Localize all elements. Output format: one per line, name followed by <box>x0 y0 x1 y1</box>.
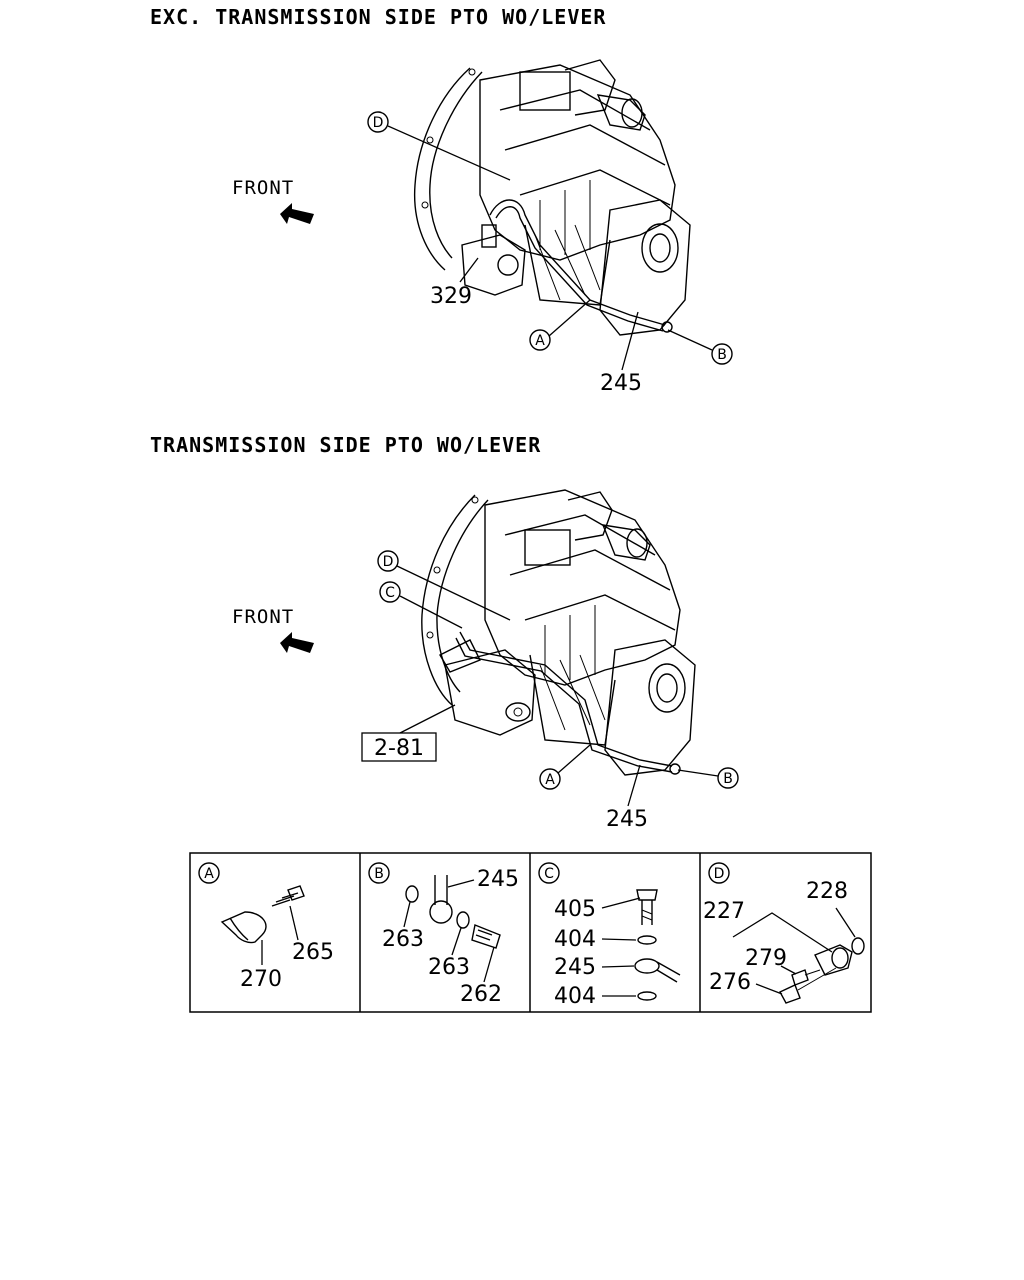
detail-panel-b: B 245 263 263 262 <box>368 862 519 1007</box>
callout-d-circle <box>367 111 389 133</box>
callout-c-label: C <box>385 585 395 601</box>
detail-panels <box>189 852 872 1013</box>
part-245-label-top: 245 <box>600 371 642 396</box>
front-label-top: FRONT <box>232 177 294 199</box>
part-329-label: 329 <box>430 284 472 309</box>
callout-a-leader-bottom <box>557 744 591 774</box>
callout-d-circle-bottom <box>377 550 399 572</box>
part-265-label: 265 <box>292 940 334 965</box>
part-262-label: 262 <box>460 982 502 1007</box>
ref-box-leader <box>399 704 456 734</box>
section-title-exc-pto: EXC. TRANSMISSION SIDE PTO WO/LEVER <box>150 5 607 29</box>
front-arrow-icon <box>280 203 314 224</box>
part-245-label-c: 245 <box>554 955 596 980</box>
part-227-label: 227 <box>703 899 745 924</box>
panel-a-title: A <box>204 866 214 882</box>
part-270-label: 270 <box>240 967 282 992</box>
part-245-label-bottom: 245 <box>606 807 648 832</box>
callout-b-label-bottom: B <box>723 771 733 787</box>
callout-d-label: D <box>373 115 384 131</box>
transmission-top-drawing <box>413 59 691 336</box>
front-arrow-icon <box>280 632 314 653</box>
callout-b-leader-bottom <box>677 769 719 777</box>
panel-b-title: B <box>374 866 384 882</box>
ref-box-2-81 <box>361 732 437 762</box>
part-263-label-2: 263 <box>428 955 470 980</box>
callout-b-circle-bottom <box>717 767 739 789</box>
callout-b-label: B <box>717 347 727 363</box>
detail-panel-c: C 405 404 245 404 <box>538 862 681 1009</box>
part-404-label-1: 404 <box>554 927 596 952</box>
callout-a-label-bottom: A <box>545 772 555 788</box>
part-245-label-b: 245 <box>477 867 519 892</box>
part-279-label: 279 <box>745 946 787 971</box>
panel-d-title: D <box>714 866 725 882</box>
callout-a-circle <box>529 329 551 351</box>
callout-a-leader <box>548 299 591 337</box>
callout-d-leader <box>387 125 511 181</box>
detail-panel-a: A 265 270 <box>198 862 334 992</box>
part-245-leader-top <box>621 311 639 371</box>
ref-box-label: 2-81 <box>374 736 424 761</box>
callout-c-circle <box>379 581 401 603</box>
part-245-leader-bottom <box>627 764 641 807</box>
callout-d-label-bottom: D <box>383 554 394 570</box>
callout-d-leader-bottom <box>396 565 511 621</box>
part-228-label: 228 <box>806 879 848 904</box>
part-405-label: 405 <box>554 897 596 922</box>
transmission-bottom-drawing <box>421 489 696 776</box>
front-label-bottom: FRONT <box>232 606 294 628</box>
callout-b-leader <box>667 329 713 351</box>
detail-panel-d: D 228 227 279 276 <box>703 862 865 1004</box>
callout-a-label: A <box>535 333 545 349</box>
callout-c-leader <box>399 595 463 629</box>
part-329-leader <box>459 257 479 283</box>
panel-c-title: C <box>544 866 554 882</box>
callout-a-circle-bottom <box>539 768 561 790</box>
section-title-pto: TRANSMISSION SIDE PTO WO/LEVER <box>150 433 542 457</box>
part-276-label: 276 <box>709 970 751 995</box>
part-404-label-2: 404 <box>554 984 596 1009</box>
part-263-label-1: 263 <box>382 927 424 952</box>
callout-b-circle <box>711 343 733 365</box>
